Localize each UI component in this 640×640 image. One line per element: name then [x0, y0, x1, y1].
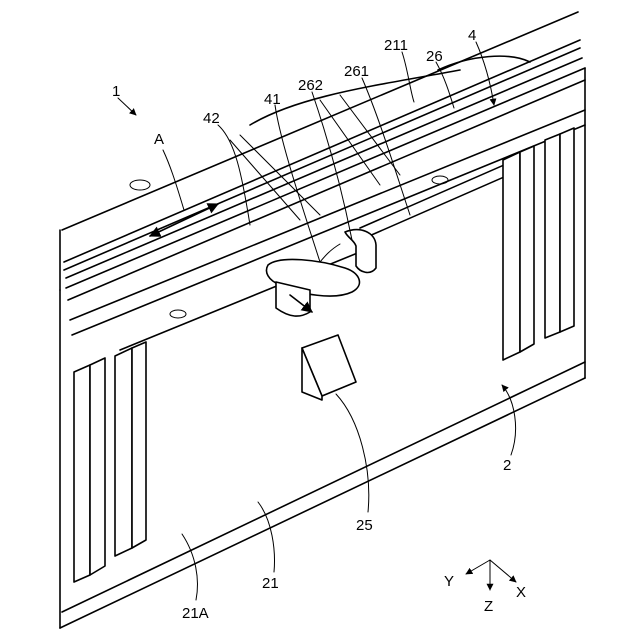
axis-label-y: Y — [444, 573, 454, 590]
label-a: A — [154, 131, 164, 148]
axis-indicator — [466, 560, 516, 590]
boss-25 — [302, 335, 356, 400]
hook-part — [267, 230, 377, 316]
label-41: 41 — [264, 91, 281, 108]
label-21a: 21A — [182, 605, 209, 622]
label-25: 25 — [356, 517, 373, 534]
label-42: 42 — [203, 110, 220, 127]
leader-lines — [118, 42, 516, 600]
label-262: 262 — [298, 77, 323, 94]
label-261: 261 — [344, 63, 369, 80]
label-1: 1 — [112, 83, 120, 100]
label-2: 2 — [503, 457, 511, 474]
label-211: 211 — [384, 37, 408, 54]
label-4: 4 — [468, 27, 476, 44]
inner-rail — [120, 158, 520, 350]
axis-label-x: X — [516, 584, 526, 601]
ribs-right — [503, 128, 574, 360]
label-21: 21 — [262, 575, 279, 592]
label-26: 26 — [426, 48, 443, 65]
axis-label-z: Z — [484, 598, 493, 615]
ribs-left — [74, 342, 146, 582]
